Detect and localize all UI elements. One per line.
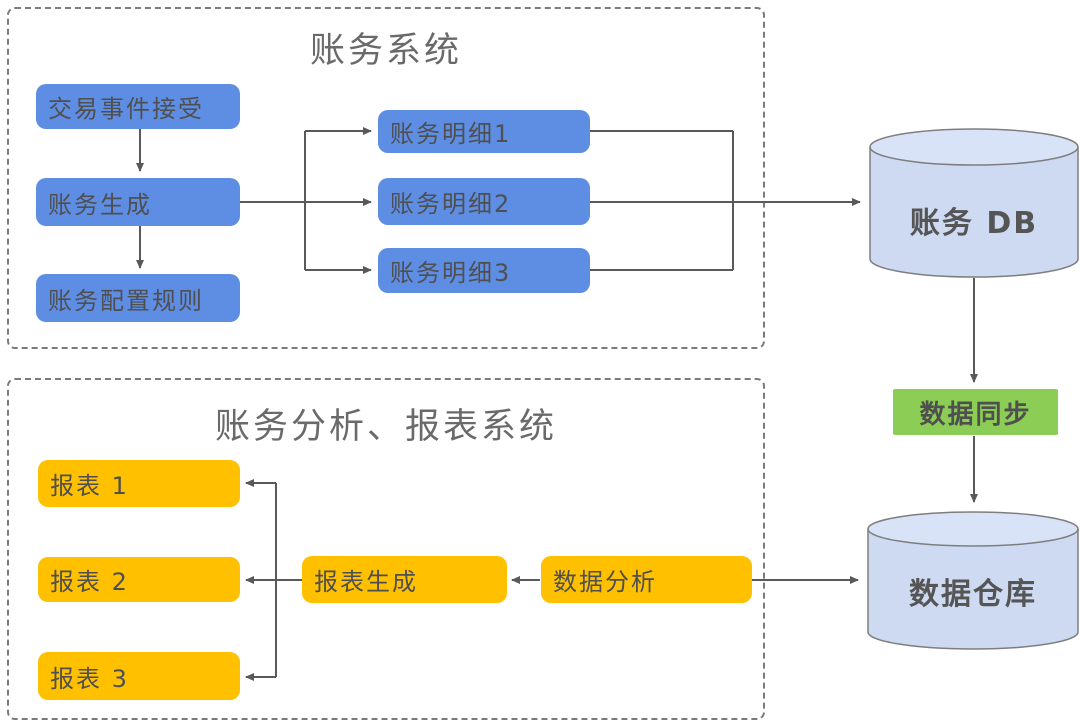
node-accounting-detail-3: 账务明细3 (378, 248, 590, 293)
node-report-2: 报表 2 (38, 557, 240, 602)
accounting-system-title: 账务系统 (309, 31, 462, 71)
node-accounting-config-rules: 账务配置规则 (36, 274, 240, 322)
node-report-3: 报表 3 (38, 652, 240, 700)
report-system-title: 账务分析、报表系统 (214, 407, 557, 447)
node-accounting-generation: 账务生成 (36, 178, 240, 226)
node-report-generation: 报表生成 (302, 556, 507, 603)
data-warehouse-label: 数据仓库 (909, 577, 1037, 612)
node-data-analysis: 数据分析 (541, 556, 752, 603)
node-accounting-detail-2: 账务明细2 (378, 178, 590, 225)
node-data-sync: 数据同步 (893, 389, 1058, 435)
node-report-1: 报表 1 (38, 460, 240, 507)
node-accounting-detail-1: 账务明细1 (378, 110, 590, 153)
accounting-db-label: 账务 DB (909, 206, 1039, 241)
node-transaction-event-receive: 交易事件接受 (36, 84, 240, 129)
group-report-system (7, 378, 765, 720)
group-accounting-system (7, 7, 765, 349)
